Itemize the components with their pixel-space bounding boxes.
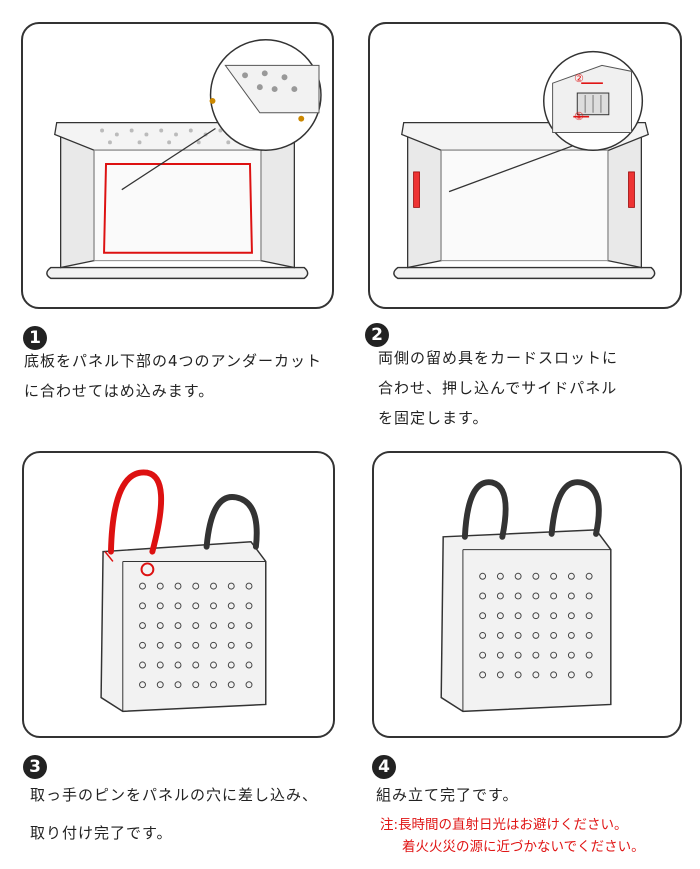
step2-illustration: ② ① <box>368 22 682 309</box>
callout-mark-2: ② <box>574 72 584 85</box>
step1-illustration <box>21 22 334 309</box>
step1-line1: 底板をパネル下部の4つのアンダーカット <box>24 346 322 376</box>
step2-line1: 両側の留め具をカードスロットに <box>378 343 618 373</box>
handle-attach-diagram <box>24 453 333 736</box>
warning-line2: 着火火災の源に近づかないでください。 <box>380 836 645 858</box>
step4-badge: 4 <box>372 755 396 779</box>
step3-line2: 取り付け完了です。 <box>30 818 318 848</box>
step2-line2: 合わせ、押し込んでサイドパネル <box>378 373 618 403</box>
warning-note: 注:長時間の直射日光はお避けください。 着火火災の源に近づかないでください。 <box>380 814 645 858</box>
side-panel-clip-diagram <box>370 24 680 307</box>
step4-line1: 組み立て完了です。 <box>376 780 519 810</box>
basket-base-diagram <box>23 24 332 307</box>
step2-line3: を固定します。 <box>378 403 618 433</box>
step3-illustration <box>22 451 335 738</box>
step3-text: 取っ手のピンをパネルの穴に差し込み、 取り付け完了です。 <box>30 780 318 848</box>
step1-line2: に合わせてはめ込みます。 <box>24 376 322 406</box>
step3-line1: 取っ手のピンをパネルの穴に差し込み、 <box>30 780 318 810</box>
warning-line1: 注:長時間の直射日光はお避けください。 <box>380 814 645 836</box>
step3-badge: 3 <box>23 755 47 779</box>
step2-text: 両側の留め具をカードスロットに 合わせ、押し込んでサイドパネル を固定します。 <box>378 343 618 433</box>
step4-text: 組み立て完了です。 <box>376 780 519 810</box>
step4-illustration <box>372 451 682 738</box>
callout-mark-1: ① <box>574 110 584 123</box>
step1-text: 底板をパネル下部の4つのアンダーカット に合わせてはめ込みます。 <box>24 346 322 406</box>
assembled-basket-diagram <box>374 453 680 736</box>
